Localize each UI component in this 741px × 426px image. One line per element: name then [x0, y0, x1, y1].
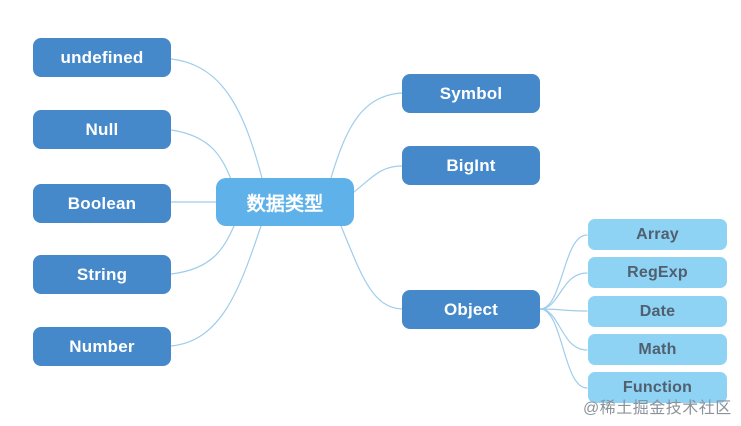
- node-object[interactable]: Object: [402, 290, 540, 329]
- node-date[interactable]: Date: [588, 296, 727, 327]
- node-regexp[interactable]: RegExp: [588, 257, 727, 288]
- edge-root-string: [170, 225, 235, 275]
- edge-root-object: [340, 225, 403, 310]
- node-undefined[interactable]: undefined: [33, 38, 171, 77]
- node-bigint[interactable]: BigInt: [402, 146, 540, 185]
- edge-object-date: [539, 308, 588, 312]
- node-number[interactable]: Number: [33, 327, 171, 366]
- node-boolean[interactable]: Boolean: [33, 184, 171, 223]
- edge-object-regexp: [539, 272, 588, 310]
- node-null[interactable]: Null: [33, 110, 171, 149]
- node-string[interactable]: String: [33, 255, 171, 294]
- node-function[interactable]: Function: [588, 372, 727, 403]
- watermark: @稀土掘金技术社区: [583, 400, 732, 417]
- edge-object-math: [539, 308, 588, 351]
- edge-root-null: [170, 129, 232, 180]
- edge-root-number: [170, 225, 262, 347]
- node-array[interactable]: Array: [588, 219, 727, 250]
- edge-root-symbol: [330, 92, 403, 179]
- node-symbol[interactable]: Symbol: [402, 74, 540, 113]
- edge-object-array: [539, 234, 588, 310]
- node-root-data-types[interactable]: 数据类型: [216, 178, 354, 226]
- edge-object-function: [539, 308, 588, 389]
- edge-root-bigint: [353, 165, 403, 193]
- edge-root-undefined: [170, 58, 263, 179]
- node-math[interactable]: Math: [588, 334, 727, 365]
